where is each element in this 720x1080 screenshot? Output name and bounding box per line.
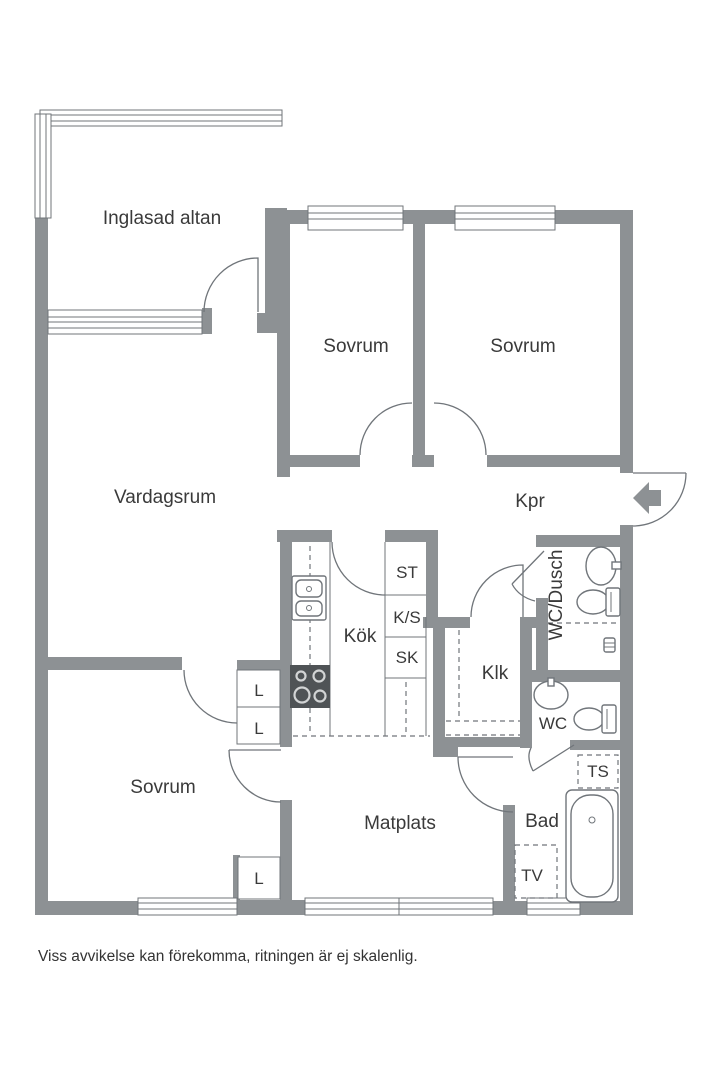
closet-label-st: ST bbox=[396, 563, 418, 582]
tv-box bbox=[514, 844, 558, 899]
window-vardagsrum bbox=[47, 309, 203, 335]
room-label-vardagsrum: Vardagsrum bbox=[114, 487, 216, 508]
door-wc bbox=[528, 744, 575, 772]
wall-bad-divider bbox=[503, 805, 515, 903]
klk-shelving bbox=[446, 630, 520, 736]
wall-top-c bbox=[555, 210, 633, 224]
closet-label-l1: L bbox=[254, 681, 263, 700]
window-sovrum-top-left bbox=[307, 205, 404, 231]
wall-bottom-a bbox=[35, 901, 138, 915]
label-tv: TV bbox=[521, 866, 543, 885]
wall-right-upper bbox=[620, 210, 633, 473]
wall-spine-lower bbox=[280, 800, 292, 903]
wall-hall-c bbox=[487, 455, 620, 467]
wall-bottom-d bbox=[580, 901, 633, 915]
door-sovrum-top-left bbox=[359, 402, 413, 456]
window-matplats bbox=[304, 897, 494, 916]
room-label-matplats: Matplats bbox=[364, 813, 436, 834]
doors bbox=[183, 257, 687, 813]
wall-klk-right bbox=[520, 627, 532, 748]
wall-between-bedrooms bbox=[413, 224, 425, 455]
wall-hall-b bbox=[412, 455, 434, 467]
closet-label-ks: K/S bbox=[393, 608, 420, 627]
door-sovrum-bottom bbox=[183, 669, 238, 724]
kitchen-sink-icon bbox=[291, 575, 327, 621]
wall-altan-door-stub bbox=[202, 308, 212, 334]
wall-st-top bbox=[385, 530, 438, 542]
wall-klk-left bbox=[433, 628, 445, 745]
room-label-klk: Klk bbox=[482, 663, 509, 684]
closet-column bbox=[384, 542, 427, 736]
wall-bedroom-left bbox=[277, 224, 290, 477]
windows bbox=[34, 109, 581, 916]
wc-sink-icon bbox=[533, 677, 569, 710]
room-label-sovrum-top-right: Sovrum bbox=[490, 336, 555, 357]
wall-bottom-b bbox=[233, 900, 305, 915]
wall-wcdusch-top bbox=[536, 535, 620, 547]
room-label-kpr: Kpr bbox=[515, 491, 545, 512]
door-kok bbox=[331, 541, 386, 596]
wall-st-right bbox=[426, 542, 438, 617]
entrance-arrow-icon bbox=[633, 482, 661, 514]
door-entrance bbox=[632, 472, 687, 527]
window-altan-top bbox=[39, 109, 283, 127]
wall-wcdusch-left bbox=[536, 598, 548, 672]
closet-label-l3: L bbox=[254, 869, 263, 888]
door-wcdusch bbox=[511, 550, 545, 602]
wall-matplats-ne-stub bbox=[433, 745, 458, 757]
ts-box bbox=[577, 754, 619, 789]
l-closet-bottom bbox=[237, 856, 281, 900]
wc-toilet-icon bbox=[573, 704, 617, 734]
room-label-sovrum-top-left: Sovrum bbox=[323, 336, 388, 357]
window-altan-left bbox=[34, 113, 52, 219]
wall-bottom-c bbox=[493, 901, 527, 915]
wcdusch-sink-icon bbox=[585, 546, 622, 586]
label-ts: TS bbox=[587, 762, 609, 781]
door-klk bbox=[470, 564, 524, 618]
wall-wc-bottom bbox=[570, 740, 620, 750]
wall-top-b bbox=[403, 210, 455, 224]
room-label-bad: Bad bbox=[525, 811, 559, 832]
bathtub-icon bbox=[565, 789, 619, 903]
closet-label-sk: SK bbox=[396, 648, 419, 667]
door-sovrum-top-right bbox=[433, 402, 487, 456]
closet-label-l2: L bbox=[254, 719, 263, 738]
l-closet-block bbox=[236, 669, 281, 900]
door-altan bbox=[203, 257, 259, 313]
wall-klk-bottom bbox=[433, 737, 525, 747]
room-label-inglasad-altan: Inglasad altan bbox=[103, 208, 221, 229]
room-label-wc-dusch: WC/Dusch bbox=[546, 550, 567, 641]
fixtures bbox=[290, 546, 622, 903]
room-label-sovrum-bottom: Sovrum bbox=[130, 777, 195, 798]
wall-left bbox=[35, 218, 48, 915]
room-label-wc: WC bbox=[539, 714, 567, 733]
window-sovrum-top-right bbox=[454, 205, 556, 231]
wall-klk-top-a bbox=[423, 617, 470, 628]
stove-icon bbox=[290, 665, 330, 708]
wall-wc-top bbox=[522, 670, 620, 682]
window-sovrum-bottom bbox=[137, 897, 238, 916]
wcdusch-toilet-icon bbox=[576, 587, 621, 617]
wall-klk-top-b bbox=[520, 617, 548, 628]
wall-sovrum-top bbox=[48, 657, 182, 670]
walls bbox=[35, 208, 633, 915]
wall-spine-upper bbox=[280, 530, 292, 747]
door-sovrum-matplats bbox=[228, 749, 282, 803]
window-bad bbox=[526, 897, 581, 916]
wall-lblock-top bbox=[237, 660, 292, 670]
door-bad bbox=[457, 756, 514, 813]
room-label-kok: Kök bbox=[344, 626, 377, 647]
wall-l3-left-stub bbox=[233, 855, 240, 903]
labels: Inglasad altan Sovrum Sovrum Vardagsrum … bbox=[103, 208, 609, 888]
wall-right-lower bbox=[620, 525, 633, 915]
disclaimer-text: Viss avvikelse kan förekomma, ritningen … bbox=[38, 948, 418, 965]
wall-hall-a bbox=[277, 455, 360, 467]
floor-drain-icon bbox=[603, 637, 616, 653]
